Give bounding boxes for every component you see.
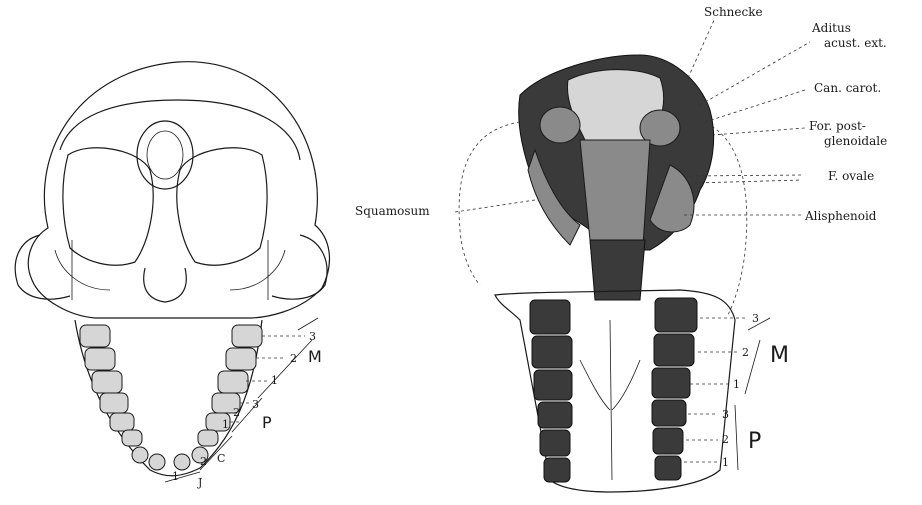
label-can-carot: Can. carot. — [814, 81, 881, 95]
left-premolar-1: 1 — [222, 418, 229, 431]
left-molar-3: 3 — [309, 330, 316, 343]
right-upper-tooth-row-left — [530, 300, 572, 482]
label-aditus-line1: Aditus — [811, 21, 851, 35]
label-f-ovale: F. ovale — [828, 169, 874, 183]
label-alisphenoid: Alisphenoid — [804, 209, 877, 223]
label-for-post-line1: For. post- — [809, 119, 866, 133]
label-for-post-line2: glenoidale — [824, 134, 887, 148]
left-premolar-2: 2 — [233, 406, 240, 419]
right-premolar-label: P — [748, 429, 761, 454]
left-molar-label: M — [308, 347, 322, 366]
left-canine-number: 2 — [200, 455, 207, 468]
left-incisor-number: 1 — [172, 470, 179, 483]
left-premolar-label: P — [262, 413, 272, 432]
label-aditus-line2: acust. ext. — [824, 36, 887, 50]
right-molar-2: 2 — [742, 346, 749, 359]
right-molar-3: 3 — [752, 312, 759, 325]
left-premolar-3: 3 — [252, 398, 259, 411]
left-upper-tooth-row-left — [80, 325, 165, 470]
right-molar-1: 1 — [733, 378, 740, 391]
label-schnecke: Schnecke — [704, 5, 763, 19]
label-squamosum: Squamosum — [355, 204, 430, 218]
right-skull-drawing — [455, 18, 810, 492]
left-canine-label: C — [217, 452, 225, 465]
right-premolar-2: 2 — [722, 433, 729, 446]
left-molar-1: 1 — [271, 374, 278, 387]
left-molar-2: 2 — [290, 352, 297, 365]
left-skull-drawing — [15, 62, 329, 482]
right-premolar-3: 3 — [722, 408, 729, 421]
left-incisor-label: J — [197, 476, 202, 489]
right-dental-labels: 3 2 M 1 3 2 1 P — [722, 312, 789, 469]
right-premolar-1: 1 — [722, 456, 729, 469]
right-molar-label: M — [770, 343, 789, 368]
right-upper-tooth-row-right — [652, 298, 697, 480]
